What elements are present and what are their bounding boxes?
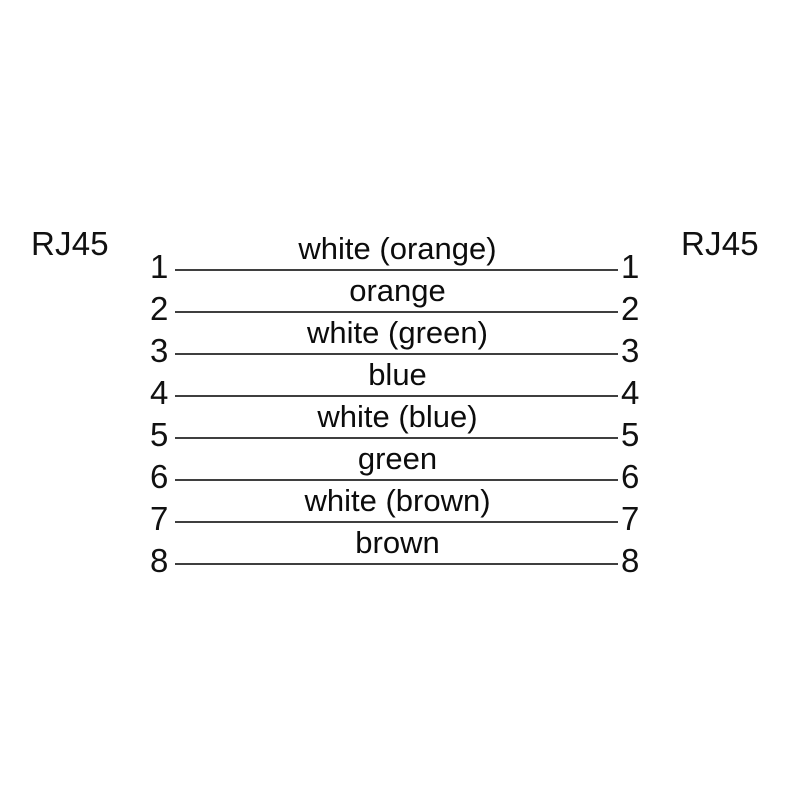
pin-number-left: 6 [150,458,169,495]
wire-color-label: orange [349,273,446,308]
pin-number-left: 4 [150,374,169,411]
pin-number-left: 1 [150,248,169,285]
wire-line [175,563,618,565]
wire-line [175,269,618,271]
pin-number-left: 5 [150,416,169,453]
wire-color-label: white (green) [307,315,488,350]
pin-number-left: 7 [150,500,169,537]
wire-color-label: white (blue) [317,399,478,434]
pin-number-left: 2 [150,290,169,327]
pin-row: white (blue) 5 5 [0,396,800,452]
wire-line [175,437,618,439]
wire-color-label: brown [355,525,440,560]
wire-line [175,521,618,523]
pin-number-right: 2 [621,290,640,327]
pin-number-left: 3 [150,332,169,369]
wire-color-label: white (orange) [298,231,497,266]
pin-number-right: 3 [621,332,640,369]
wire-color-label: blue [368,357,427,392]
pin-number-right: 8 [621,542,640,579]
pin-number-right: 7 [621,500,640,537]
pin-number-right: 5 [621,416,640,453]
pin-number-right: 4 [621,374,640,411]
pin-number-right: 1 [621,248,640,285]
pin-number-left: 8 [150,542,169,579]
wire-line [175,311,618,313]
pin-row: white (brown) 7 7 [0,480,800,536]
pin-row: orange 2 2 [0,270,800,326]
connector-label-left: RJ45 [31,225,109,262]
connector-label-right: RJ45 [681,225,759,262]
wire-line [175,395,618,397]
wire-color-label: green [357,441,438,476]
wire-line [175,353,618,355]
pin-row: white (green) 3 3 [0,312,800,368]
pin-row: white (orange) 1 1 [0,228,800,284]
pin-row: brown 8 8 [0,522,800,578]
wire-color-label: white (brown) [304,483,491,518]
wire-line [175,479,618,481]
pin-row: blue 4 4 [0,354,800,410]
pin-row: green 6 6 [0,438,800,494]
pin-number-right: 6 [621,458,640,495]
